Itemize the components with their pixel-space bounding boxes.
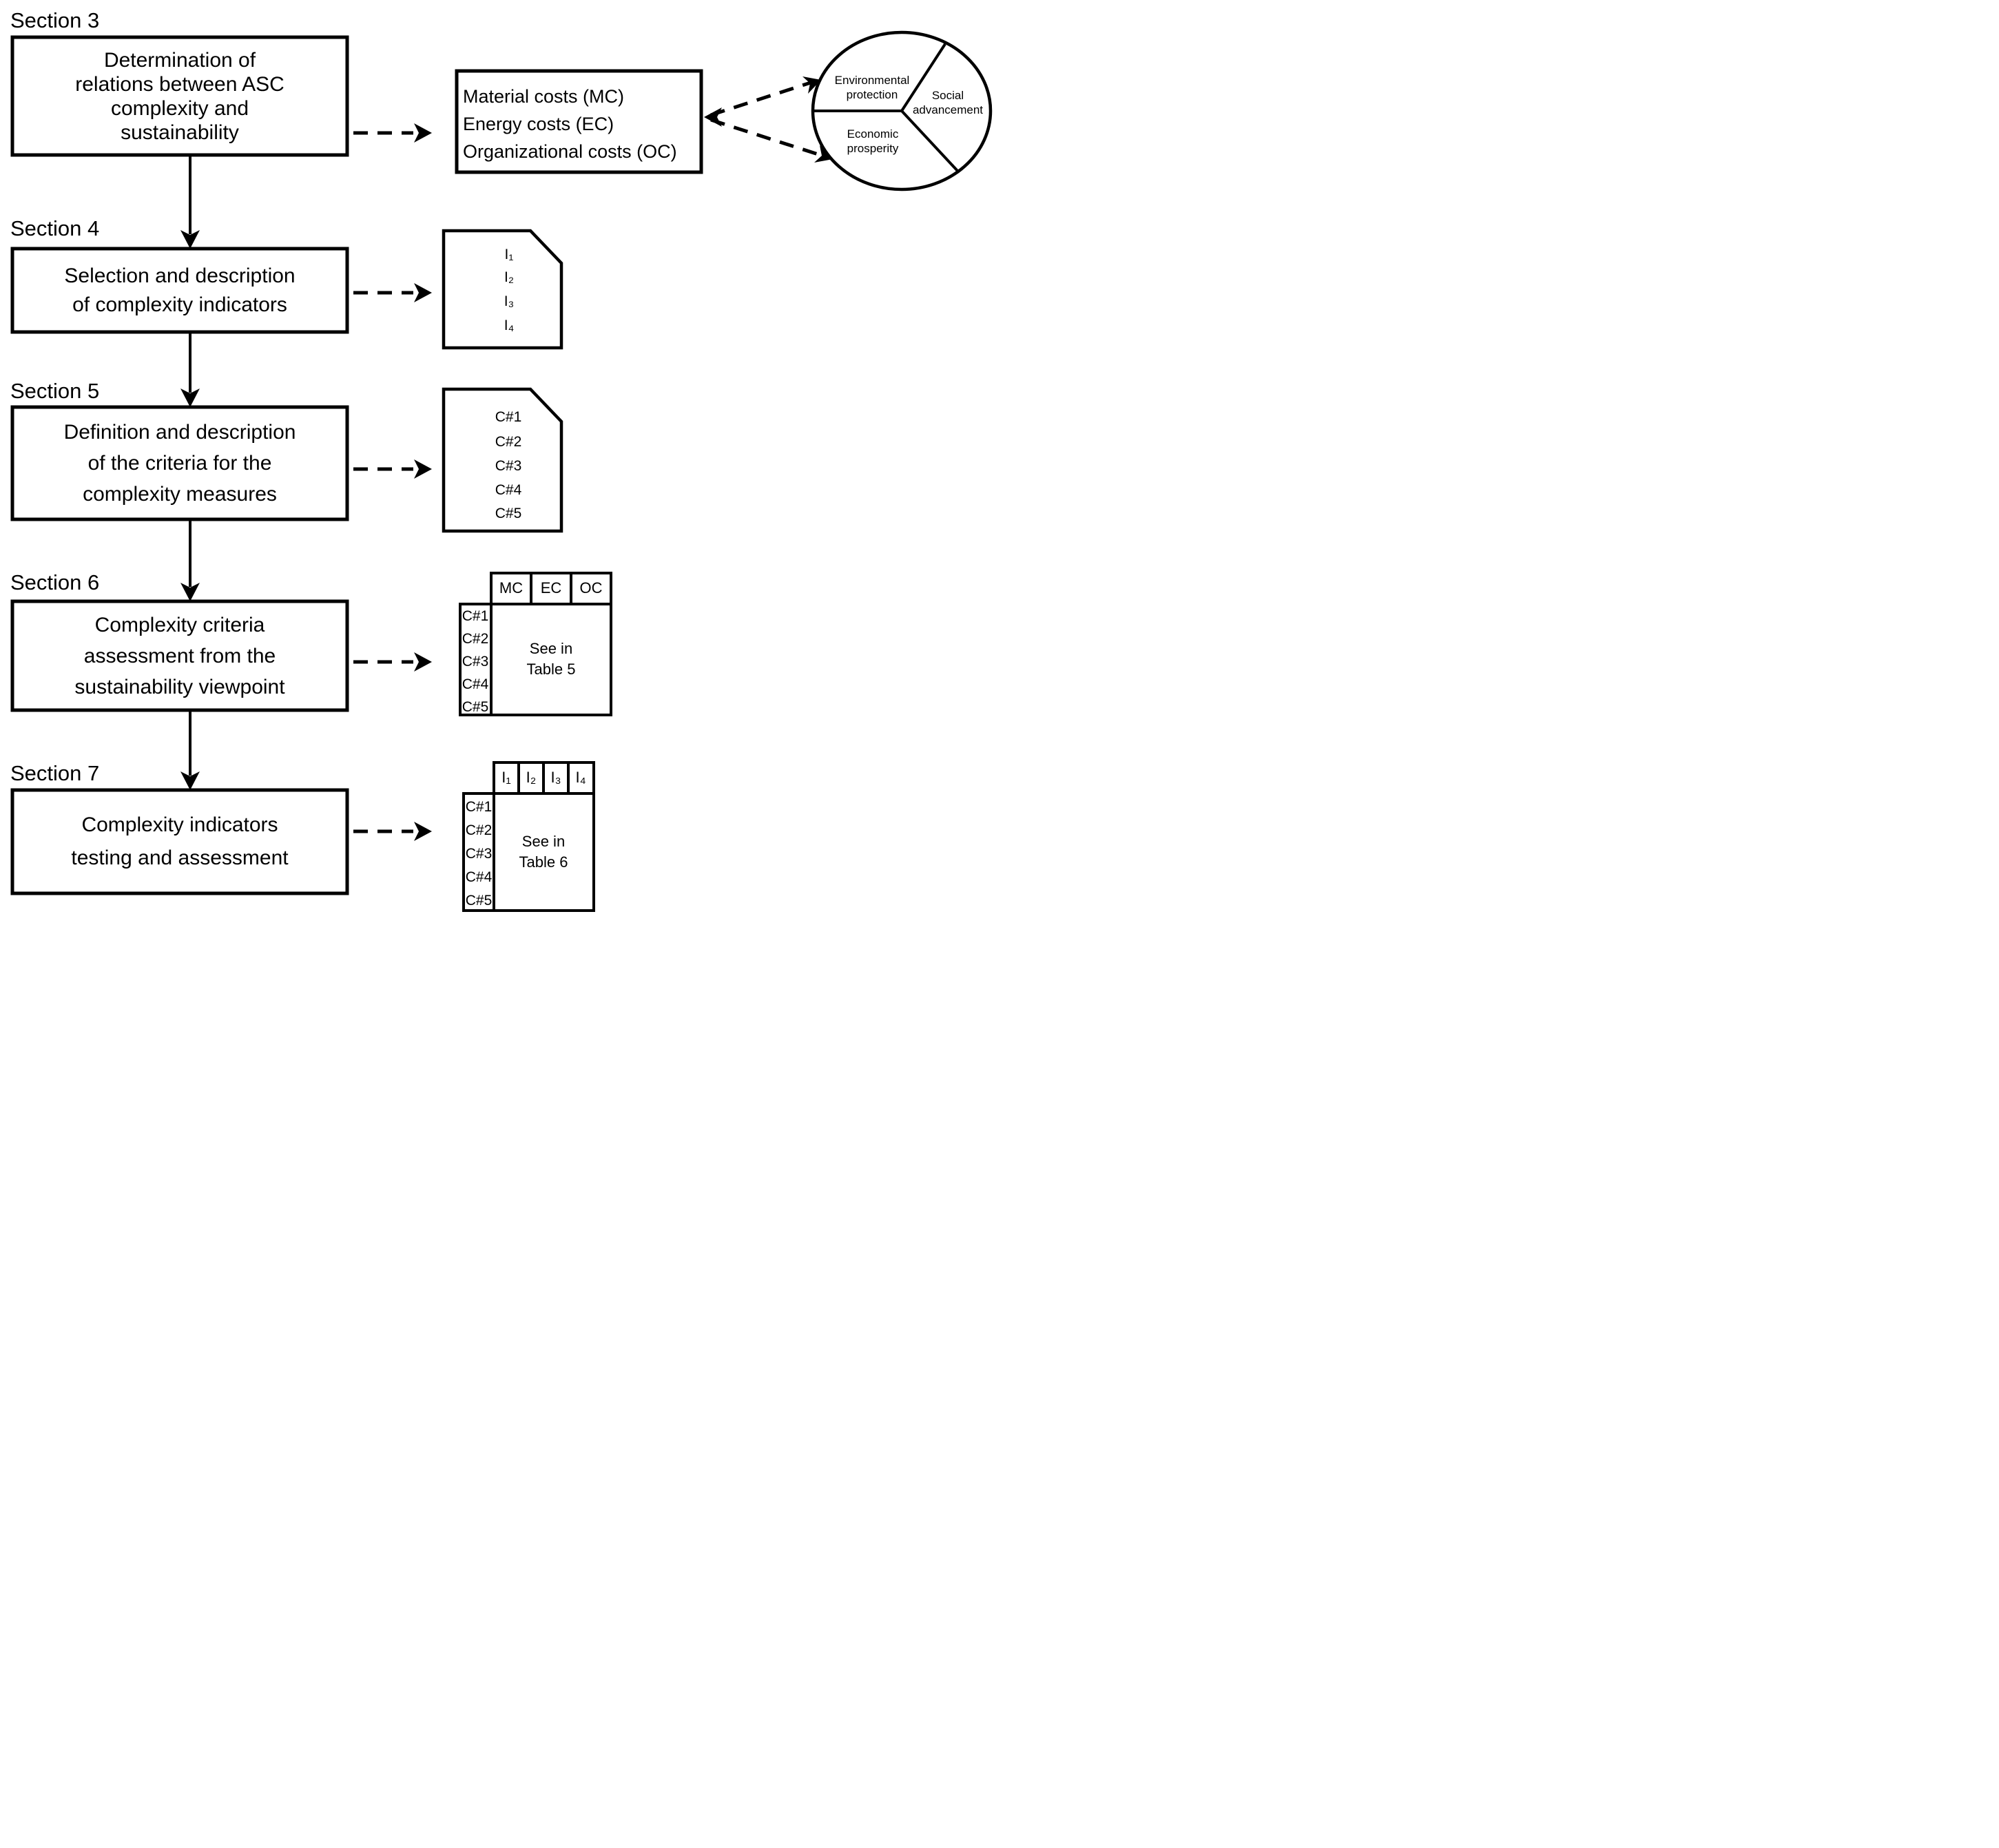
section-4-box [10,247,349,334]
dashed-arrow-section-5 [353,459,432,479]
table5-body-note: See in Table 5 [526,640,576,678]
pie-divider-lower-right [900,110,959,172]
pie-label-social-advancement: Social advancement [912,89,984,116]
dashed-arrow-section-6 [353,652,432,672]
arrow-section6-to-section7 [180,710,200,790]
sustainability-pie [811,30,993,191]
indicator-item-2: I₂ [504,269,514,285]
dashed-arrow-section-7 [353,822,432,841]
section-6-box-label: Complexity criteria assessment from the … [74,613,285,698]
table6-col-header-i4: I₄ [575,769,586,786]
criteria-indicators-table [462,761,595,912]
table6-col-header-i2: I₂ [526,769,537,786]
criteria-document [442,387,563,533]
table5-col-header-ec: EC [540,579,562,596]
table5-row-header-4: C#4 [462,676,489,692]
section-3-title: Section 3 [10,8,100,32]
section-5-box-label: Definition and description of the criter… [63,421,296,506]
methodology-flow-diagram: Section 3 Section 4 Section 5 Section 6 … [0,0,1000,924]
lower-arrowhead [814,145,833,163]
arrow-section3-to-section4 [180,155,200,249]
indicator-item-4: I₄ [504,318,515,333]
criteria-item-1: C#1 [495,409,522,425]
table5-row-header-5: C#5 [462,699,489,715]
upper-arrowhead [802,76,821,94]
dashed-arrow-section-3 [353,123,432,143]
table5-row-label-column [459,603,493,716]
table5-row-header-3: C#3 [462,654,489,669]
section-7-box-label: Complexity indicators testing and assess… [71,813,289,869]
indicator-item-1: I₁ [504,247,514,262]
criteria-costs-table [459,572,612,716]
table5-row-header-1: C#1 [462,608,489,624]
section-5-box [10,405,349,521]
table6-row-header-3: C#3 [465,846,493,862]
section-3-box-label: Determination of relations between ASC c… [75,48,284,144]
criteria-item-4: C#4 [495,482,522,498]
diagram-linework [10,30,993,912]
table5-row-header-2: C#2 [462,631,489,647]
section-4-box-label: Selection and description of complexity … [64,264,296,316]
section-4-title: Section 4 [10,216,100,240]
table6-row-label-column [462,792,495,912]
table6-row-header-4: C#4 [465,869,493,885]
table5-col-header-oc: OC [579,579,603,596]
table6-row-header-5: C#5 [465,893,493,909]
indicator-item-3: I₃ [504,293,515,309]
table6-col-header-i1: I₁ [501,769,511,786]
pie-label-environmental-protection: Environmental protection [834,74,910,101]
criteria-item-3: C#3 [495,458,522,474]
table5-col-header-mc: MC [499,579,524,596]
section-7-box [10,788,349,895]
table6-body-note: See in Table 6 [519,833,568,871]
pie-divider-upper-right [900,43,946,112]
costs-box-label: Material costs (MC) Energy costs (EC) Or… [463,86,677,162]
table6-row-header-1: C#1 [465,799,493,815]
indicators-document [442,229,563,350]
table6-col-header-i3: I₃ [550,769,561,786]
arrow-section5-to-section6 [180,519,200,601]
table5-header-row [490,572,612,605]
section-7-title: Section 7 [10,761,100,785]
criteria-item-2: C#2 [495,434,522,450]
dashed-arrow-section-4 [353,283,432,302]
section-6-title: Section 6 [10,570,100,594]
section-5-title: Section 5 [10,379,100,403]
arrow-section4-to-section5 [180,331,200,407]
table6-body [493,792,595,912]
pie-label-economic-prosperity: Economic prosperity [847,127,899,155]
section-3-box [10,35,349,157]
dashed-arrows-costs-to-pie [704,76,833,163]
criteria-item-5: C#5 [495,506,522,521]
section-6-box [10,599,349,712]
costs-box [455,69,703,174]
table5-body [490,603,612,716]
table6-row-header-2: C#2 [465,822,493,838]
